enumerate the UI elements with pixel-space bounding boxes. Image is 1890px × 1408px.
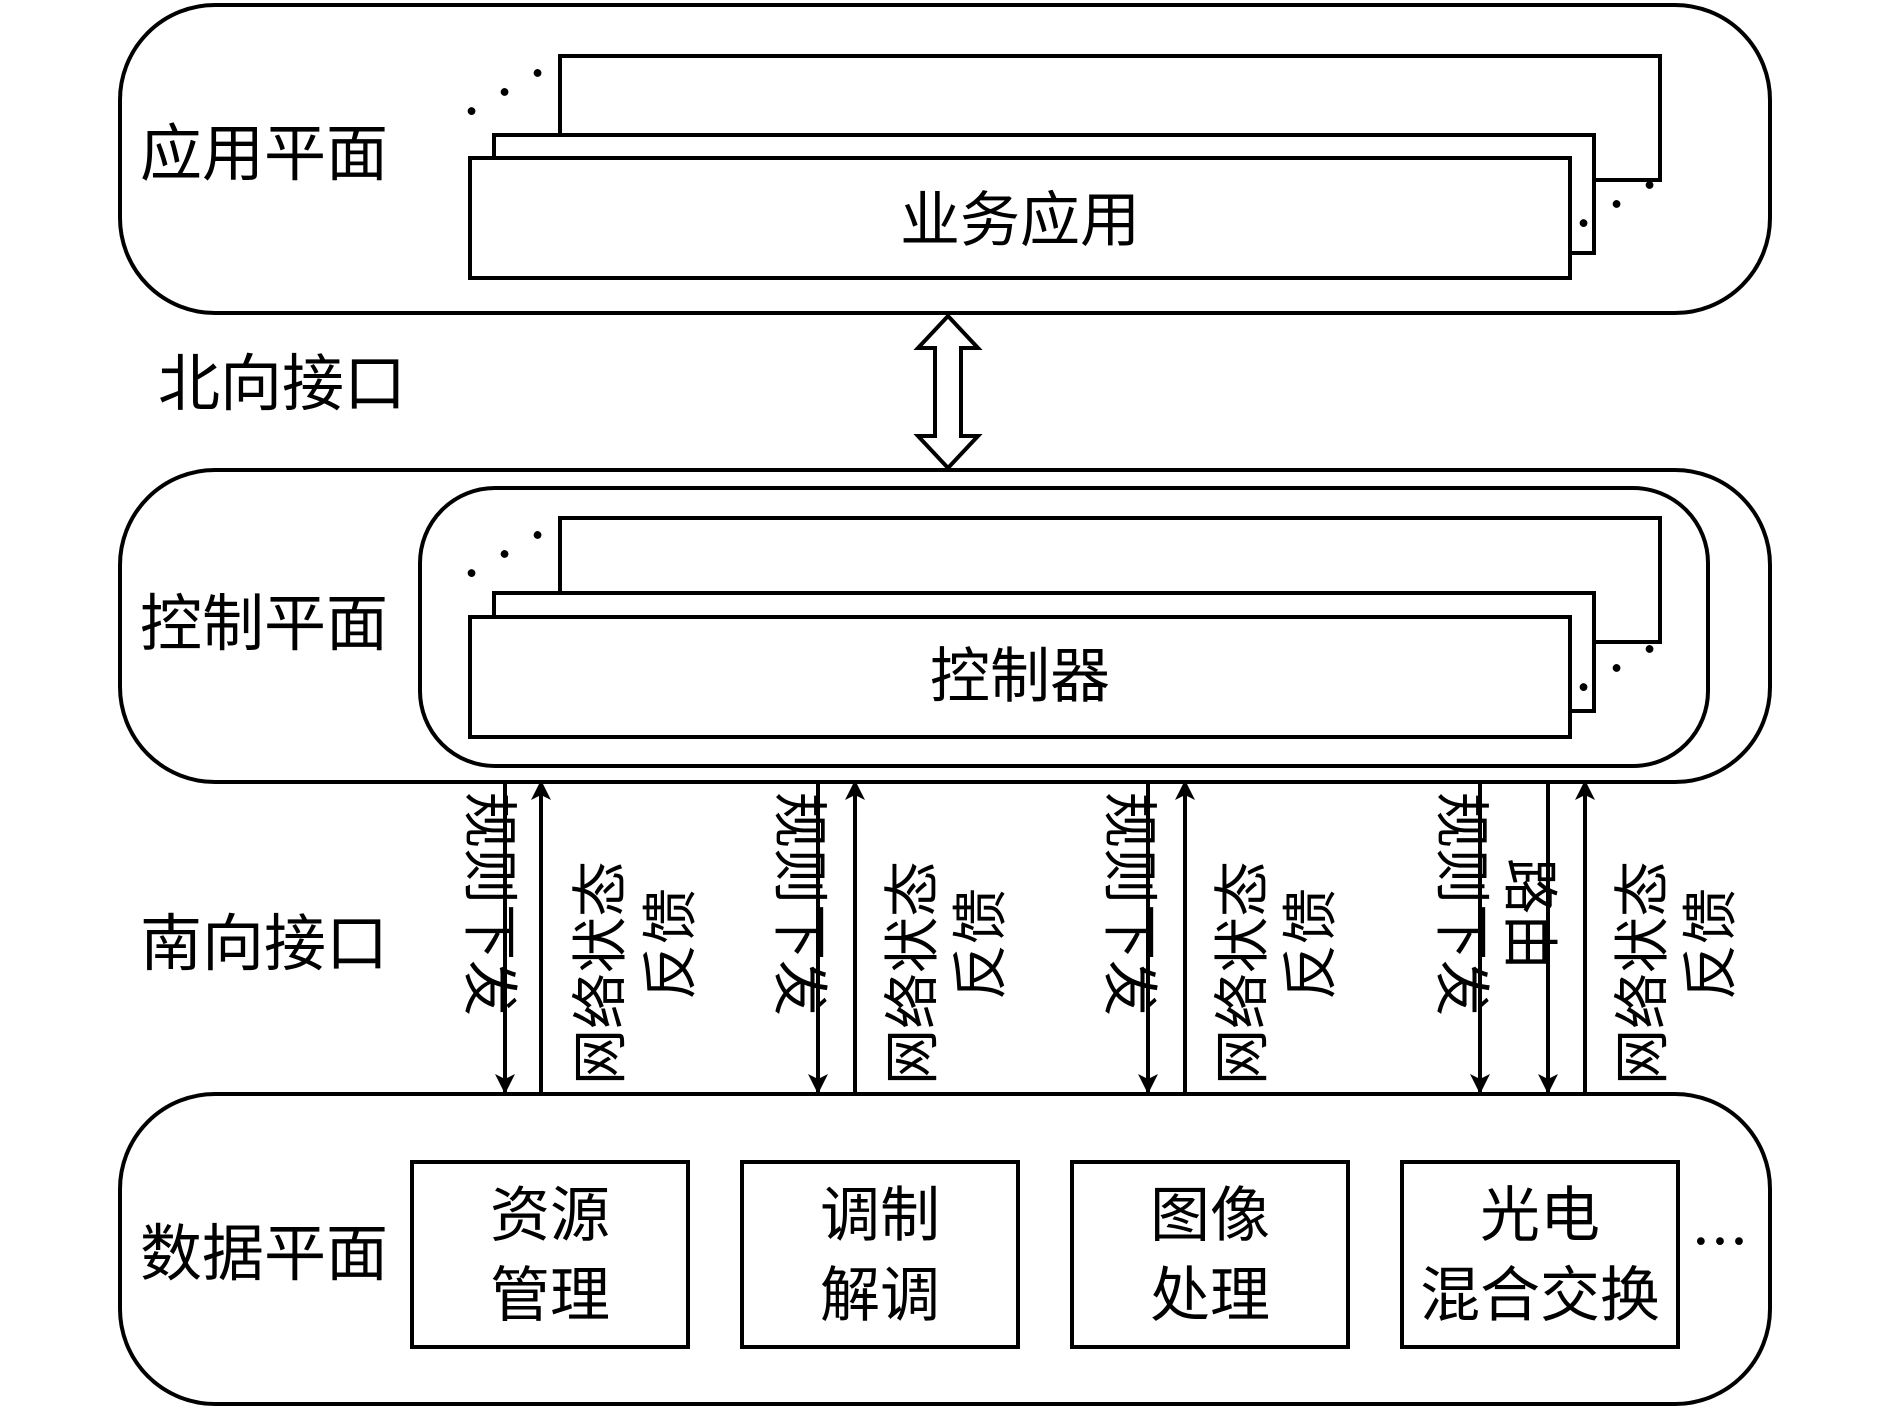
application-plane-label: 应用平面 xyxy=(140,117,388,190)
status-feedback-label-2: 网络状态 xyxy=(881,861,946,1085)
module-modulation-demodulation: 调制 解调 xyxy=(740,1160,1020,1349)
module-label-3-line-1: 图像 xyxy=(1150,1181,1270,1251)
southbound-channel-3: 规则下发 网络状态 反馈 xyxy=(1096,780,1344,1094)
module-label-1-line-2: 管理 xyxy=(490,1261,610,1331)
rule-delivery-label-3: 规则下发 xyxy=(1096,792,1161,1016)
module-box-1 xyxy=(410,1160,690,1349)
northbound-interface-label: 北向接口 xyxy=(158,347,406,420)
module-label-4-line-1: 光电 xyxy=(1480,1181,1600,1251)
module-label-2-line-2: 解调 xyxy=(820,1261,940,1331)
northbound-double-arrow xyxy=(913,313,983,471)
data-plane-frame xyxy=(118,1092,1772,1406)
module-image-processing: 图像 处理 xyxy=(1070,1160,1350,1349)
routing-label-4: 路由 xyxy=(1496,858,1561,970)
status-feedback-label-1: 网络状态 xyxy=(569,861,634,1085)
southbound-channel-2: 规则下发 网络状态 反馈 xyxy=(766,780,1014,1094)
app-stack-ellipsis-top: · · · xyxy=(446,39,564,147)
southbound-channel-4: 规则下发 路由 网络状态 反馈 xyxy=(1428,780,1744,1094)
module-label-1-line-1: 资源 xyxy=(490,1181,610,1251)
controller-box xyxy=(468,615,1572,739)
southbound-channel-1: 规则下发 网络状态 反馈 xyxy=(456,780,704,1094)
application-plane-frame xyxy=(118,3,1772,315)
module-box-3 xyxy=(1070,1160,1350,1349)
rule-delivery-label-4: 规则下发 xyxy=(1428,792,1493,1016)
module-label-2-line-1: 调制 xyxy=(820,1181,940,1251)
northbound-interface: 北向接口 xyxy=(158,313,983,471)
status-feedback-label-3b: 反馈 xyxy=(1279,888,1344,1000)
status-feedback-label-2b: 反馈 xyxy=(949,888,1014,1000)
module-label-3-line-2: 处理 xyxy=(1150,1261,1270,1331)
southbound-interface: 南向接口 规则下发 网络状态 反馈 规则下发 网络状态 反馈 规则下发 网络状态… xyxy=(140,780,1744,1094)
business-app-box xyxy=(468,156,1572,280)
module-box-4 xyxy=(1400,1160,1680,1349)
more-modules-ellipsis: ··· xyxy=(1691,1207,1748,1277)
module-resource-management: 资源 管理 xyxy=(410,1160,690,1349)
status-feedback-label-1b: 反馈 xyxy=(639,888,704,1000)
status-feedback-label-3: 网络状态 xyxy=(1211,861,1276,1085)
southbound-interface-label: 南向接口 xyxy=(140,907,388,980)
data-plane: 数据平面 资源 管理 调制 解调 图像 处理 光电 混合交换 ··· xyxy=(118,1092,1772,1406)
application-plane: 应用平面 业务应用 · · · · · · xyxy=(118,3,1772,315)
status-feedback-label-4: 网络状态 xyxy=(1611,861,1676,1085)
rule-delivery-label-1: 规则下发 xyxy=(456,792,521,1016)
module-label-4-line-2: 混合交换 xyxy=(1420,1261,1660,1331)
module-box-2 xyxy=(740,1160,1020,1349)
control-plane-label: 控制平面 xyxy=(140,587,388,660)
status-feedback-label-4b: 反馈 xyxy=(1679,888,1744,1000)
module-optoelectronic-hybrid-switching: 光电 混合交换 xyxy=(1400,1160,1680,1349)
controller-cluster-frame xyxy=(418,486,1710,768)
control-plane-frame xyxy=(118,468,1772,784)
data-plane-label: 数据平面 xyxy=(140,1217,388,1290)
control-plane: 控制平面 控制器 · · · · · · xyxy=(118,468,1772,784)
business-app-label: 业务应用 xyxy=(900,186,1140,256)
rule-delivery-label-2: 规则下发 xyxy=(766,792,831,1016)
controller-label: 控制器 xyxy=(930,642,1110,712)
